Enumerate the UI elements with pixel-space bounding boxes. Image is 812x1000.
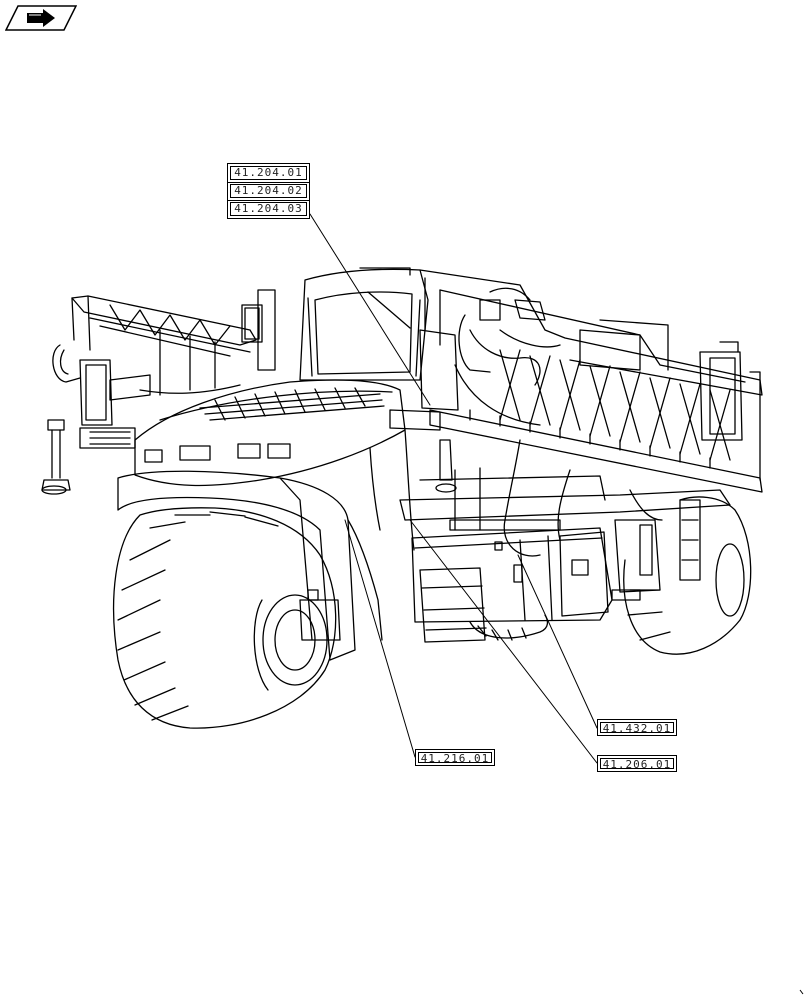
callout-41-206-01[interactable]: 41.206.01 <box>597 755 677 772</box>
corner-mark <box>799 989 804 995</box>
step-ladder <box>419 499 701 643</box>
next-page-arrow-icon[interactable] <box>5 5 77 31</box>
rear-left-tire <box>469 614 549 641</box>
callout-41-216-01[interactable]: 41.216.01 <box>415 749 495 766</box>
front-left-tire <box>112 507 337 729</box>
leader-lines <box>309 213 598 764</box>
left-boom-arm <box>41 295 257 495</box>
storage-box <box>411 527 613 623</box>
rear-right-tire <box>611 496 752 655</box>
callout-41-204-03[interactable]: 41.204.03 <box>228 200 309 218</box>
callout-group-41-204: 41.204.01 41.204.02 41.204.03 <box>227 163 310 219</box>
callout-41-204-02[interactable]: 41.204.02 <box>228 182 309 201</box>
hoses <box>454 329 663 557</box>
callout-41-204-01[interactable]: 41.204.01 <box>228 164 309 183</box>
callout-41-432-01[interactable]: 41.432.01 <box>597 719 677 736</box>
front-fender <box>117 470 383 661</box>
hood <box>134 379 415 551</box>
right-boom-arm <box>389 269 763 493</box>
cab <box>241 267 429 381</box>
